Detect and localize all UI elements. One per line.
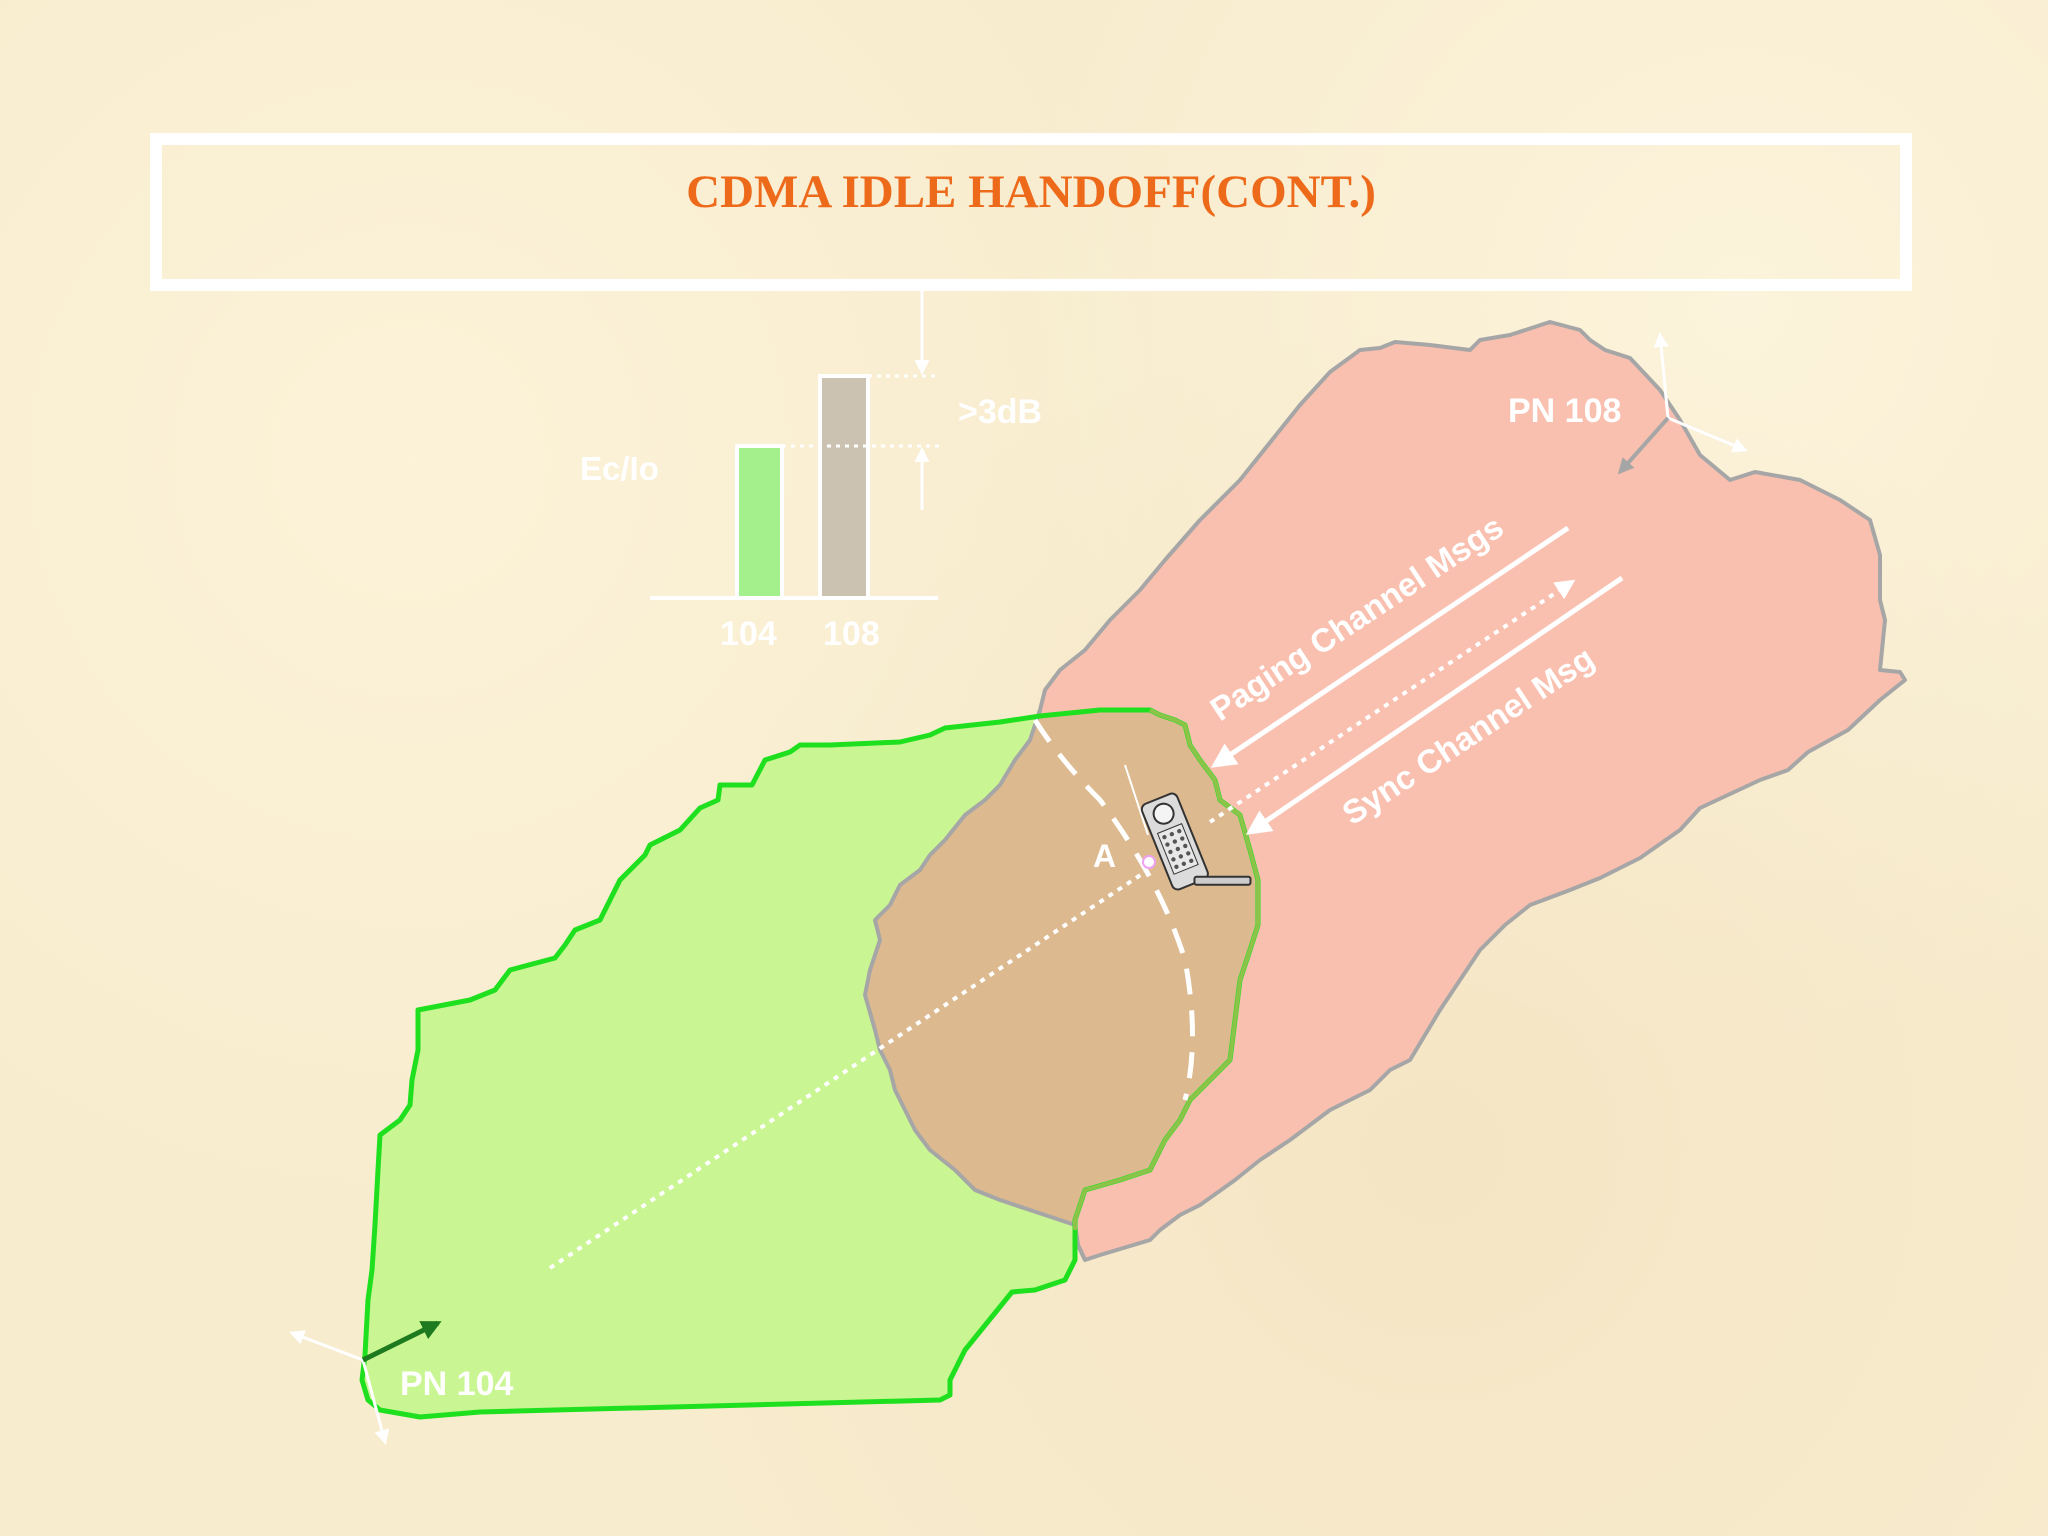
ecio-bar-chart: Ec/Io >3dB 104 108 [580, 282, 1042, 653]
pn108-label: PN 108 [1508, 392, 1621, 430]
threshold-label: >3dB [958, 393, 1042, 431]
mobile-phone-icon [1140, 792, 1252, 891]
pn108-antenna-icon [1617, 332, 1748, 475]
slide-title: CDMA IDLE HANDOFF(CONT.) [686, 166, 1376, 218]
pn104-antenna-icon [289, 1320, 442, 1445]
title-box: CDMA IDLE HANDOFF(CONT.) [150, 133, 1912, 291]
phone-antenna-line [1124, 764, 1149, 836]
pn104-label: PN 104 [400, 1365, 513, 1403]
point-a-label: A [1093, 838, 1116, 874]
handoff-boundary-dashed [1032, 718, 1195, 1101]
ecio-axis-label: Ec/Io [580, 450, 659, 487]
point-a-marker [1142, 855, 1156, 869]
overlap-green-boundary [1073, 708, 1260, 1230]
bar-108 [818, 374, 870, 600]
overlap-region [865, 710, 1258, 1260]
cell-pn108-border-overlap [863, 709, 1087, 1261]
sync-msg-arrow [1245, 575, 1624, 835]
paging-msgs-arrow [1210, 525, 1570, 768]
bar-104-label: 104 [720, 615, 777, 653]
bar-108-label: 108 [823, 615, 880, 653]
mobile-path-dotted [548, 868, 1150, 1270]
bar-104 [735, 444, 784, 600]
